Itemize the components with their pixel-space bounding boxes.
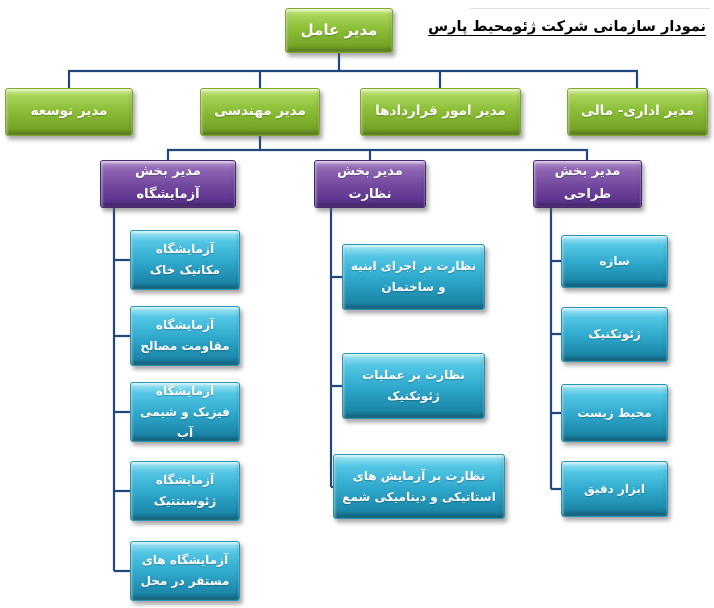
node-manager-admin-finance: مدير اداری- مالی: [567, 88, 708, 136]
node-manager-development: مدير توسعه: [5, 88, 133, 136]
node-unit-pile-test-supervision: نظارت بر آزمايش های استاتيکی و ديناميکی …: [333, 454, 505, 519]
node-unit-water-physics-chemistry-lab: آزمايشگاه فيزيک و شيمی آب: [130, 382, 240, 442]
node-manager-engineering: مدير مهندسی: [200, 88, 320, 136]
connector-group: [67, 53, 639, 573]
node-unit-geotechnics: ژئوتکنيک: [561, 307, 668, 362]
node-ceo: مدير عامل: [285, 8, 393, 53]
connector-supervision-trunk: [329, 208, 342, 489]
node-section-supervision: مدير بخش نظارت: [314, 160, 426, 208]
node-unit-building-construction-supervision: نظارت بر اجرای ابنيه و ساختمان: [342, 244, 485, 310]
node-manager-contracts: مدير امور قراردادها: [360, 88, 521, 136]
connector-laboratory-trunk: [112, 208, 130, 573]
connector-ceo-to-managers: [67, 53, 639, 88]
node-unit-environment: محيط زيست: [561, 384, 668, 442]
node-unit-geosynthetic-lab: آزمايشگاه ژئوسنتتيک: [130, 461, 240, 521]
node-unit-instrumentation: ابزار دقيق: [561, 461, 668, 517]
connector-engineering-to-sections: [166, 136, 589, 160]
node-unit-soil-mechanics-lab: آزمايشگاه مکانيک خاک: [130, 230, 240, 290]
connector-design-trunk: [549, 208, 561, 491]
chart-title: نمودار سازمانی شرکت ژئومحیط پارس: [428, 19, 706, 35]
node-unit-structure: سازه: [561, 235, 668, 288]
title-box-edge: [470, 8, 710, 9]
node-unit-onsite-labs: آزمايشگاه های مستقر در محل: [130, 541, 240, 601]
node-unit-geotechnical-operations-supervision: نظارت بر عمليات ژئوتکنيک: [342, 353, 485, 419]
node-section-laboratory: مدير بخش آزمايشگاه: [100, 160, 236, 208]
node-section-design: مدير بخش طراحی: [533, 160, 642, 208]
node-unit-materials-strength-lab: آزمايشگاه مقاومت مصالح: [130, 306, 240, 366]
